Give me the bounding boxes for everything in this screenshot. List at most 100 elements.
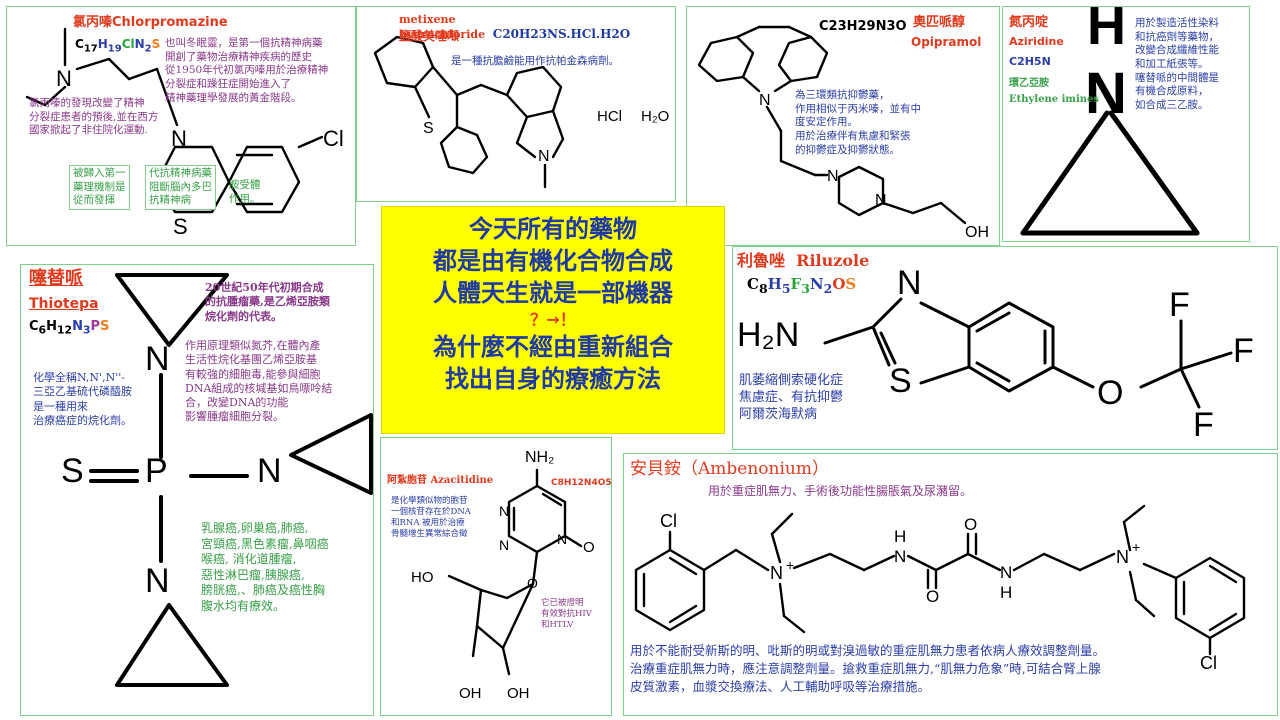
ambenonium-cl1: Cl <box>660 511 677 531</box>
thiotepa-structure <box>89 273 373 687</box>
panel-riluzole: 利魯唑 Riluzole C8H5F3N2OS N H₂N S O F F F … <box>732 246 1278 450</box>
azacitidine-title: 阿紮胞苷 Azacitidine <box>387 475 494 486</box>
ambenonium-nh2: N <box>1000 563 1013 582</box>
chlorpromazine-desc1: 也叫冬眠靈，是第一個抗精神病藥 開創了藥物治療精神疾病的歷史 從1950年代初氯… <box>165 37 329 104</box>
thiotepa-s: S <box>61 452 84 490</box>
panel-chlorpromazine: 氯丙嗪Chlorpromazine C17H19ClN2S N N S Cl 也… <box>6 6 356 246</box>
panel-azacitidine: NH₂ N N N O O HO OH OH 阿紮胞苷 Azacitidine … <box>380 437 612 716</box>
ambenonium-plus2: + <box>1132 539 1141 555</box>
thiotepa-formula: C6H12N3PS <box>29 319 110 337</box>
slogan-arrow: ？→！ <box>530 310 576 329</box>
riluzole-s: S <box>889 362 912 400</box>
ambenonium-nh1: N <box>894 547 907 566</box>
panel-opipramol: C23H29N3O 奧匹哌醇 Opipramol 為三環類抗抑鬱藥， 作用相似于… <box>686 6 1000 246</box>
ambenonium-use: 用於重症肌無力、手術後功能性腸脹氣及尿瀦留。 <box>708 484 973 498</box>
azacitidine-n2: N <box>499 537 510 553</box>
riluzole-f2: F <box>1233 332 1254 370</box>
center-slogan: 今天所有的藥物 都是由有機化合物合成 人體天生就是一部機器 ？→！ 為什麼不經由… <box>381 206 725 434</box>
opipramol-formula: C23H29N3O <box>819 19 907 34</box>
slogan-line-4: 為什麼不經由重新組合 <box>433 333 673 361</box>
riluzole-f1: F <box>1169 286 1190 324</box>
opipramol-oh: OH <box>965 224 989 241</box>
thiotepa-desc1: 20世紀50年代初期合成 的抗腫瘤藥,是乙烯亞胺類 烷化劑的代表。 <box>205 281 330 323</box>
metixene-desc: 是一種抗膽鹼能用作抗帕金森病劑。 <box>451 55 619 67</box>
chlorpromazine-formula: C17H19ClN2S <box>75 37 161 55</box>
metixene-hcl: HCl <box>597 108 622 125</box>
riluzole-structure <box>823 297 1233 409</box>
riluzole-n: N <box>897 264 922 302</box>
opipramol-structure <box>697 25 967 225</box>
chlorpromazine-box1: 被歸入第一 藥理機制是 從而發揮 <box>69 165 130 210</box>
chlorpromazine-n2: N <box>171 126 187 151</box>
ambenonium-structure <box>634 504 1246 656</box>
azacitidine-o: O <box>583 539 595 556</box>
aziridine-desc: 用於製造活性染料 和抗癌劑等藥物， 改變合成纖維性能 和加工紙張等。 噻替哌的中… <box>1135 17 1219 111</box>
metixene-s: S <box>423 120 434 137</box>
riluzole-f3: F <box>1193 406 1214 444</box>
opipramol-desc: 為三環類抗抑鬱藥， 作用相似于丙米嗪，並有中 度安定作用。 用於治療伴有焦慮和緊… <box>795 89 921 156</box>
azacitidine-ring-o: O <box>527 575 538 591</box>
aziridine-name: 氮丙啶 <box>1009 15 1049 30</box>
riluzole-title: 利魯唑 Riluzole <box>737 251 870 270</box>
ambenonium-h1: H <box>894 527 907 546</box>
opipramol-name: 奧匹哌醇 <box>913 15 966 30</box>
chlorpromazine-box3: 胺受體 作用。 <box>229 179 261 205</box>
azacitidine-structure <box>447 468 583 676</box>
ambenonium-plus1: + <box>786 557 795 573</box>
ambenonium-o1: O <box>926 587 940 606</box>
chlorpromazine-s: S <box>173 214 188 239</box>
azacitidine-desc2: 它已被證明 有效對抗HIV 和HTLV <box>541 598 592 631</box>
azacitidine-oh2: OH <box>507 685 530 702</box>
azacitidine-ho: HO <box>411 569 434 586</box>
slogan-line-3: 人體天生就是一部機器 <box>433 279 673 307</box>
ambenonium-h2: H <box>1000 583 1013 602</box>
metixene-name: 鹽酸美噻噸 <box>399 29 460 43</box>
chlorpromazine-box2: 代抗精神病藥 阻斷腦內多巴 抗精神病 <box>145 165 216 210</box>
chlorpromazine-name: 氯丙嗪Chlorpromazine <box>73 15 228 30</box>
metixene-n: N <box>538 148 550 165</box>
azacitidine-oh1: OH <box>459 685 482 702</box>
thiotepa-p: P <box>145 452 168 490</box>
thiotepa-n3: N <box>145 562 170 600</box>
aziridine-formula: C2H5N <box>1009 55 1051 68</box>
riluzole-o: O <box>1097 374 1124 412</box>
metixene-structure <box>373 35 565 189</box>
slogan-line-1: 今天所有的藥物 <box>469 215 637 243</box>
metixene-h2o: H₂O <box>641 108 670 125</box>
opipramol-en: Opipramol <box>911 35 982 49</box>
ambenonium-n1: N <box>770 563 783 583</box>
riluzole-h2n: H₂N <box>737 316 800 354</box>
riluzole-desc: 肌萎縮側索硬化症 焦慮症、有抗抑鬱 阿爾茨海默病 <box>739 373 844 422</box>
chlorpromazine-n1: N <box>56 66 72 91</box>
ambenonium-o2: O <box>964 515 978 534</box>
azacitidine-n1: N <box>499 503 510 519</box>
panel-aziridine: H N 氮丙啶 Aziridine C2H5N 環乙亞胺 Ethylene im… <box>1002 6 1250 242</box>
slogan-line-2: 都是由有機化合物合成 <box>433 247 673 275</box>
thiotepa-desc2: 作用原理類似氮芥,在體內產 生活性烷化基團乙烯亞胺基 有較強的細胞毒,能參與細胞… <box>185 339 333 424</box>
thiotepa-desc4: 乳腺癌,卵巢癌,肺癌, 宮頸癌,黑色素瘤,鼻咽癌 喉癌, 消化道腫瘤, 惡性淋巴… <box>201 521 329 613</box>
panel-ambenonium: 安貝銨（Ambenonium） 用於重症肌無力、手術後功能性腸脹氣及尿瀦留。 C… <box>623 453 1278 716</box>
azacitidine-nh2: NH₂ <box>525 449 555 466</box>
azacitidine-n3: N <box>557 531 568 547</box>
slogan-line-5: 找出自身的療癒方法 <box>445 365 661 393</box>
aziridine-alt-en: Ethylene imines <box>1009 94 1100 105</box>
chlorpromazine-cl: Cl <box>323 126 344 151</box>
aziridine-n: N <box>1085 61 1127 126</box>
panel-metixene: metixene hydrochloride C20H23NS.HCl.H2O … <box>356 6 676 202</box>
aziridine-en: Aziridine <box>1009 35 1064 48</box>
ambenonium-desc: 用於不能耐受新斯的明、吡斯的明或對溴過敏的重症肌無力患者依病人療效調整劑量。 治… <box>630 643 1106 695</box>
ambenonium-cl2: Cl <box>1200 653 1217 673</box>
aziridine-structure <box>1020 110 1200 236</box>
thiotepa-n1: N <box>145 340 170 378</box>
panel-thiotepa: 噻替哌 Thiotepa C6H12N3PS N P S N N 20世紀50年… <box>20 264 374 716</box>
thiotepa-desc3: 化學全稱N,N',N''- 三亞乙基硫代磷醯胺 是一種用來 治療癌症的烷化劑。 <box>33 371 132 427</box>
azacitidine-formula: C8H12N4O5 <box>551 478 612 488</box>
aziridine-alt: 環乙亞胺 <box>1009 78 1049 89</box>
aziridine-h: H <box>1087 6 1126 56</box>
azacitidine-desc: 是化學類似物的胞苷 一個核苷存在於DNA 和RNA 被用於治療 骨髓增生異常綜合… <box>391 496 471 540</box>
thiotepa-name: 噻替哌 <box>29 268 83 289</box>
thiotepa-n2: N <box>257 452 282 490</box>
ambenonium-name: 安貝銨（Ambenonium） <box>630 459 829 479</box>
riluzole-formula: C8H5F3N2OS <box>747 275 857 296</box>
opipramol-n1: N <box>759 92 771 109</box>
